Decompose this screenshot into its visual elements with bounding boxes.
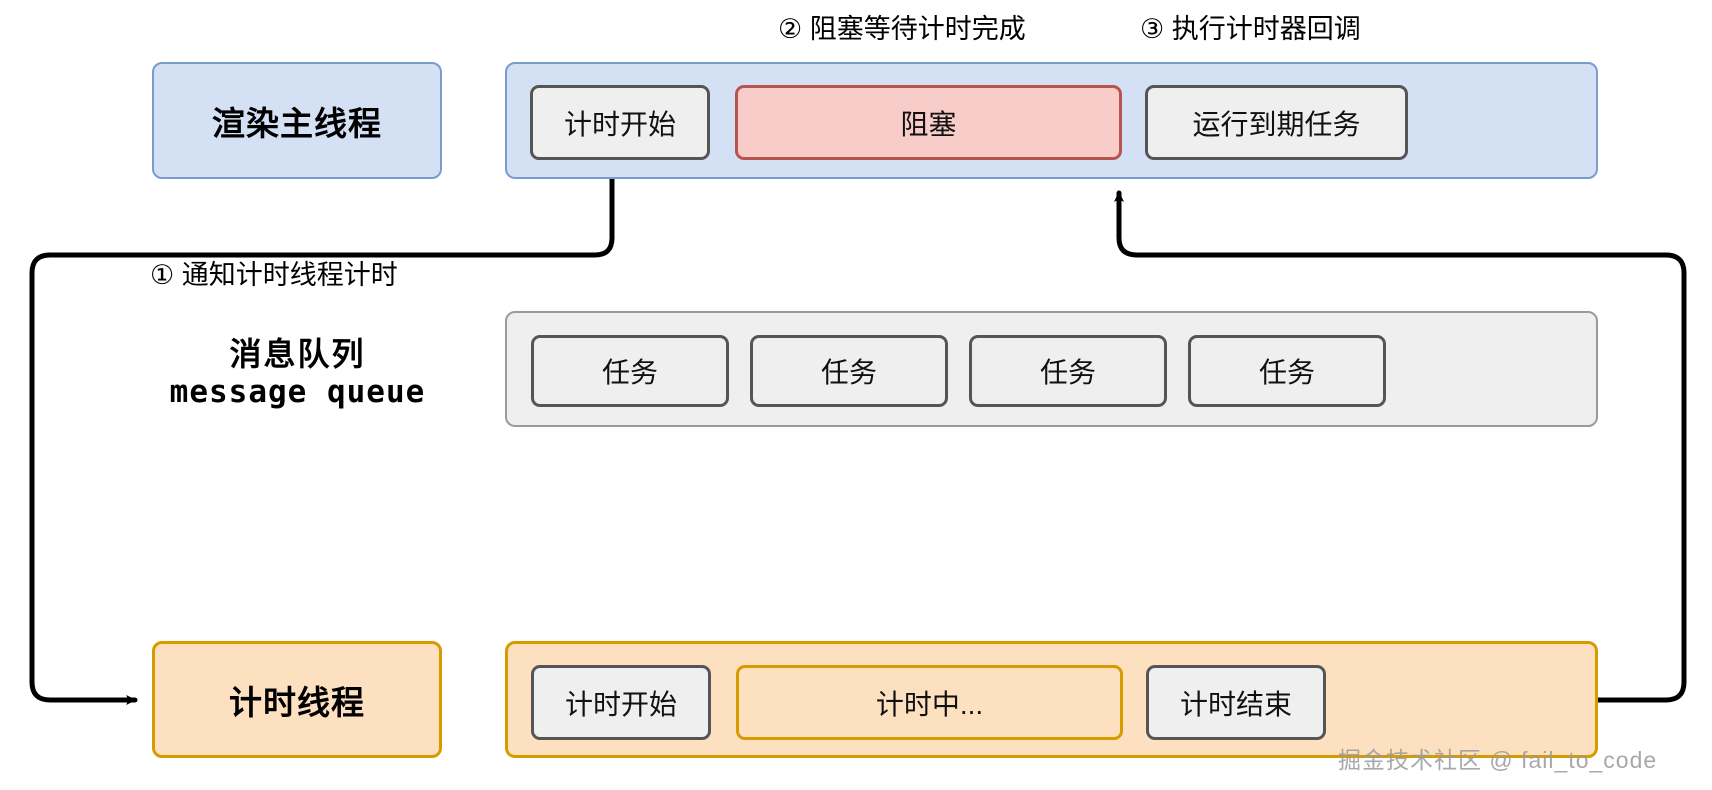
watermark: 掘金技术社区 @ fail_to_code: [1338, 747, 1658, 773]
chip-label: 计时中...: [875, 688, 984, 720]
chip-timer-start[interactable]: 计时开始: [531, 665, 711, 740]
chip-label: 计时结束: [1179, 688, 1292, 720]
chip-label: 计时开始: [564, 688, 677, 720]
lane-title-main-thread-label: 渲染主线程: [212, 104, 382, 142]
step-label-3: ③ 执行计时器回调: [1140, 14, 1361, 44]
chip-timer-start-main[interactable]: 计时开始: [530, 85, 710, 160]
step-label-1: ① 通知计时线程计时: [150, 260, 398, 290]
step-label-2: ② 阻塞等待计时完成: [778, 14, 1026, 44]
chip-task-2[interactable]: 任务: [750, 335, 948, 407]
chip-blocked[interactable]: 阻塞: [735, 85, 1122, 160]
lane-track-timer-thread: 计时开始 计时中... 计时结束: [505, 641, 1598, 758]
message-queue-title-en: message queue: [169, 373, 426, 410]
chip-run-expired-task[interactable]: 运行到期任务: [1145, 85, 1408, 160]
chip-label: 运行到期任务: [1192, 108, 1361, 140]
chip-timer-end[interactable]: 计时结束: [1146, 665, 1326, 740]
lane-title-timer-thread: 计时线程: [152, 641, 442, 758]
chip-label: 阻塞: [900, 108, 957, 140]
wire-timer-done-callback: [1114, 190, 1687, 703]
chip-label: 任务: [601, 357, 658, 388]
chip-label: 任务: [1258, 357, 1315, 388]
chip-task-1[interactable]: 任务: [531, 335, 729, 407]
message-queue-title-cn: 消息队列: [229, 336, 366, 372]
wire-notify-timer-thread: [29, 167, 615, 705]
chip-task-3[interactable]: 任务: [969, 335, 1167, 407]
chip-label: 计时开始: [563, 108, 676, 140]
chip-label: 任务: [1039, 357, 1096, 388]
lane-title-message-queue: 消息队列 message queue: [130, 336, 465, 410]
lane-title-main-thread: 渲染主线程: [152, 62, 442, 179]
lane-track-message-queue: 任务 任务 任务 任务: [505, 311, 1598, 427]
lane-title-timer-thread-label: 计时线程: [229, 683, 365, 721]
chip-timer-running[interactable]: 计时中...: [736, 665, 1123, 740]
chip-label: 任务: [820, 357, 877, 388]
lane-track-main-thread: 计时开始 阻塞 运行到期任务: [505, 62, 1598, 179]
chip-task-4[interactable]: 任务: [1188, 335, 1386, 407]
